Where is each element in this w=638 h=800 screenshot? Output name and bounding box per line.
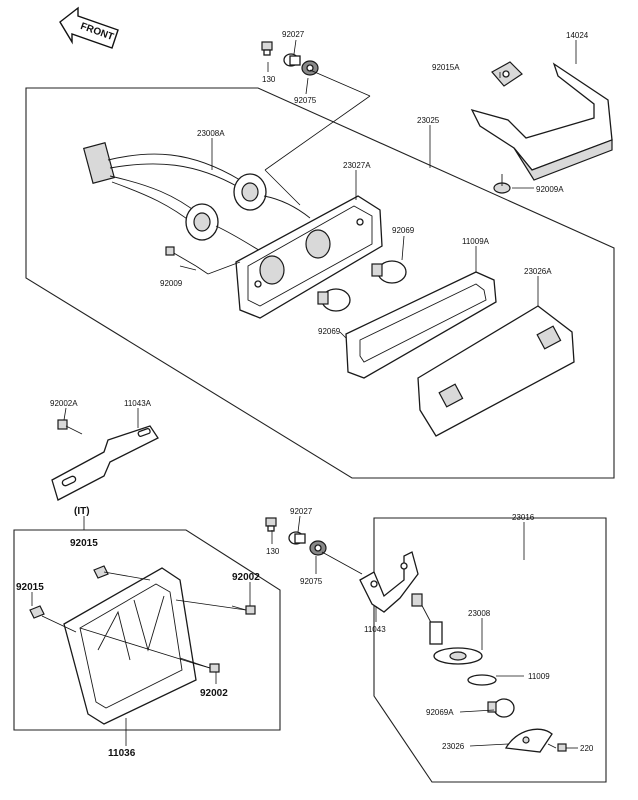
label-11009A: 11009A	[462, 237, 490, 246]
license-bracket-11043A	[51, 425, 159, 501]
nut-92015-left	[29, 605, 45, 619]
bolt-130-top	[261, 41, 273, 56]
collar-92027-top	[283, 53, 301, 67]
bolt-130-bottom	[265, 517, 277, 532]
label-11036: 11036	[108, 748, 136, 759]
nut-92015-upper	[93, 565, 109, 579]
label-11009: 11009	[528, 672, 550, 681]
tail-light-assembly-frame	[25, 87, 615, 479]
label-92009A: 92009A	[536, 185, 564, 194]
label-23026: 23026	[442, 742, 465, 751]
label-92075-bottom: 92075	[300, 577, 323, 586]
label-23025: 23025	[417, 116, 440, 125]
label-92027-bottom: 92027	[290, 507, 313, 516]
label-23008: 23008	[468, 609, 491, 618]
label-92069-top: 92069	[392, 226, 415, 235]
lamp-socket-23008	[411, 593, 483, 665]
grommet-92075-bottom	[309, 540, 327, 556]
label-92002-a: 92002	[232, 572, 260, 583]
screw-92009	[165, 246, 197, 267]
label-130-top: 130	[262, 75, 276, 84]
bulb-92069-upper	[371, 260, 407, 284]
label-92009: 92009	[160, 279, 183, 288]
bracket-14024	[470, 62, 613, 181]
screw-92009A	[493, 174, 511, 194]
license-plate-assembly-frame	[13, 529, 281, 731]
screw-220	[547, 743, 567, 752]
label-it: (IT)	[74, 506, 90, 517]
label-11043A: 11043A	[124, 399, 152, 408]
label-23026A: 23026A	[524, 267, 552, 276]
label-92075-top: 92075	[294, 96, 317, 105]
label-11043: 11043	[364, 625, 386, 634]
bulb-92069-lower	[317, 288, 351, 312]
license-plate-holder-11036	[63, 567, 197, 725]
license-lamp-assembly-frame	[373, 517, 607, 783]
bulb-92069A	[487, 698, 515, 718]
label-92027-top: 92027	[282, 30, 305, 39]
label-14024: 14024	[566, 31, 589, 40]
label-23008A: 23008A	[197, 129, 225, 138]
label-92002-b: 92002	[200, 688, 228, 699]
label-92015-b: 92015	[16, 582, 44, 593]
wire-harness-23008A	[82, 142, 311, 253]
label-92002A: 92002A	[50, 399, 78, 408]
label-23027A: 23027A	[343, 161, 371, 170]
lamp-housing-23027A	[235, 195, 383, 319]
nut-92015A	[491, 61, 523, 87]
lamp-bracket-11043	[359, 551, 419, 613]
label-130-bottom: 130	[266, 547, 280, 556]
bolt-92002A	[57, 419, 83, 435]
label-92069A: 92069A	[426, 708, 454, 717]
label-92015-a: 92015	[70, 538, 98, 549]
label-92069-mid: 92069	[318, 327, 341, 336]
grommet-92075-top	[301, 60, 319, 76]
gasket-11009	[467, 674, 497, 686]
label-220: 220	[580, 744, 594, 753]
label-92015A: 92015A	[432, 63, 460, 72]
bolt-92002-lower	[195, 663, 220, 673]
label-23016: 23016	[512, 513, 535, 522]
collar-92027-bottom	[288, 531, 306, 545]
front-arrow-icon: FRONT	[59, 6, 119, 49]
lamp-lens-23026	[504, 728, 553, 753]
